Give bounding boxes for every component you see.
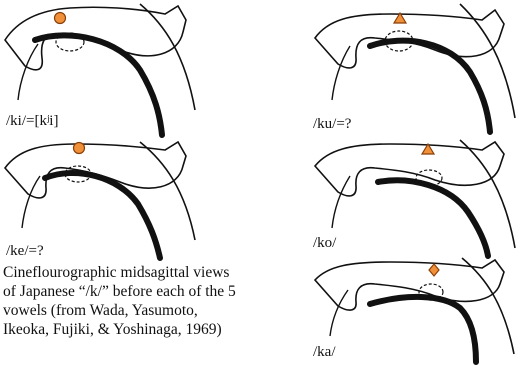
marker-circle	[74, 143, 85, 154]
lip-contour	[330, 290, 348, 336]
tongue-body	[370, 41, 490, 132]
panel-ke: /ke/=?	[0, 140, 200, 262]
tongue-body	[370, 297, 476, 362]
pharyngeal-wall	[462, 258, 514, 354]
panel-ko: /ko/	[310, 140, 522, 260]
panel-ka: /ka/	[310, 258, 522, 368]
panel-ki: /ki/=[kʲi]	[0, 0, 200, 140]
lip-contour	[22, 176, 40, 228]
panel-ku: /ku/=?	[310, 0, 522, 140]
lip-contour	[332, 46, 350, 100]
label-ke: /ke/=?	[6, 243, 44, 260]
tongue-body	[378, 180, 488, 256]
vocal-tract-drawing-ko	[310, 140, 522, 260]
label-ko: /ko/	[313, 235, 336, 252]
marker-diamond	[429, 264, 439, 276]
lip-contour	[18, 44, 38, 100]
vocal-tract-drawing-ka	[310, 258, 522, 368]
marker-circle	[55, 13, 66, 24]
caption-line-4: Ikeoka, Fujiki, & Yoshinaga, 1969)	[3, 320, 303, 339]
figure-caption: Cineflourographic midsagittal views of J…	[3, 263, 303, 339]
label-ka: /ka/	[313, 344, 336, 361]
label-ku: /ku/=?	[313, 116, 351, 133]
lip-contour	[332, 176, 350, 228]
caption-line-3: vowels (from Wada, Yasumoto,	[3, 301, 303, 320]
caption-line-1: Cineflourographic midsagittal views	[3, 263, 303, 282]
tongue-body	[45, 173, 160, 258]
caption-line-2: of Japanese “/k/” before each of the 5	[3, 282, 303, 301]
pharyngeal-wall	[460, 4, 515, 118]
palate-outline	[315, 260, 504, 310]
label-ki: /ki/=[kʲi]	[6, 113, 58, 130]
pharyngeal-wall	[460, 140, 515, 248]
